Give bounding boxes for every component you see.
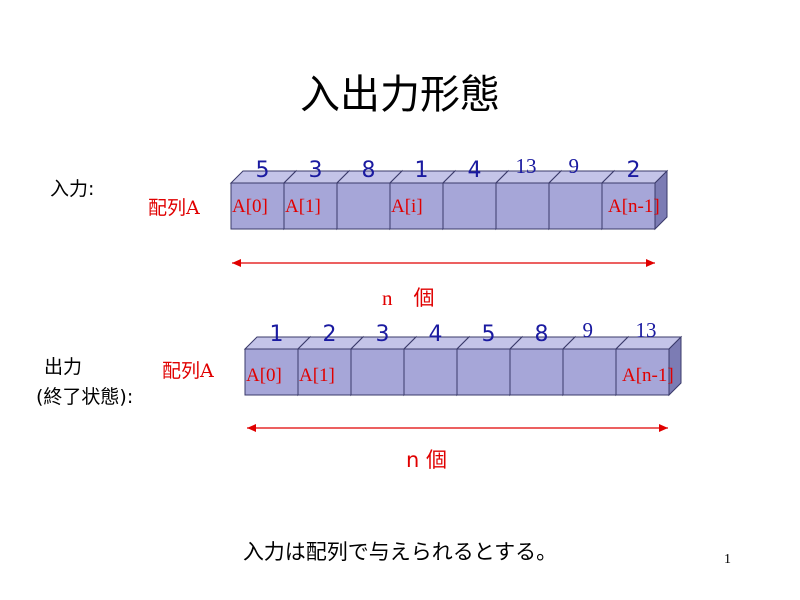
output-array-cell-7 [615, 348, 670, 396]
input-array-cell-2 [336, 182, 391, 230]
input-array-cell-7 [601, 182, 656, 230]
output-array-length-arrow-head-right [659, 424, 668, 432]
output-label: 出力 [44, 356, 83, 378]
input-array-label: 配列A [148, 197, 200, 219]
output-label-state: (終了状態): [36, 386, 134, 408]
input-array-value-3: 1 [414, 158, 429, 183]
input-array-length-arrow-head-right [646, 259, 655, 267]
input-array-value-6: 9 [568, 154, 580, 178]
slide-title: 入出力形態 [300, 72, 500, 118]
output-array-value-5: 8 [534, 322, 549, 347]
input-array-value-2: 8 [361, 158, 376, 183]
page-number: 1 [724, 552, 731, 567]
caption: 入力は配列で与えられるとする。 [242, 540, 558, 564]
input-array-index-0: A[0] [232, 196, 268, 217]
output-array-cell-6 [562, 348, 617, 396]
input-array-value-1: 3 [308, 158, 323, 183]
input-array-cell-4 [442, 182, 497, 230]
input-label: 入力: [50, 178, 95, 200]
input-array-index-1: A[1] [285, 196, 321, 217]
input-array-length-arrow-head-left [232, 259, 241, 267]
input-array-cell-5 [495, 182, 550, 230]
output-array-cell-5 [509, 348, 564, 396]
input-array-value-0: 5 [255, 158, 270, 183]
output-array-label: 配列A [162, 360, 214, 382]
input-array-value-4: 4 [467, 158, 482, 183]
input-array-cell-6 [548, 182, 603, 230]
output-array-value-7: 13 [635, 318, 657, 342]
input-array-value-7: 2 [626, 158, 641, 183]
output-array-value-1: 2 [322, 322, 337, 347]
output-array-cell-2 [350, 348, 405, 396]
input-array-index-7: A[n-1] [608, 196, 660, 217]
output-array-value-2: 3 [375, 322, 390, 347]
input-array-index-3: A[i] [391, 196, 423, 217]
output-array-index-1: A[1] [299, 365, 335, 386]
output-array-cell-3 [403, 348, 458, 396]
output-array-length-arrow-head-left [247, 424, 256, 432]
input-array-value-5: 13 [515, 154, 537, 178]
input-count-label: n 個 [382, 286, 435, 310]
output-array-value-4: 5 [481, 322, 496, 347]
output-count-label: n 個 [406, 448, 447, 472]
output-array-index-7: A[n-1] [622, 365, 674, 386]
output-array-cell-4 [456, 348, 511, 396]
output-array-index-0: A[0] [246, 365, 282, 386]
output-array-value-0: 1 [269, 322, 284, 347]
output-array-value-6: 9 [582, 318, 594, 342]
output-array-value-3: 4 [428, 322, 443, 347]
